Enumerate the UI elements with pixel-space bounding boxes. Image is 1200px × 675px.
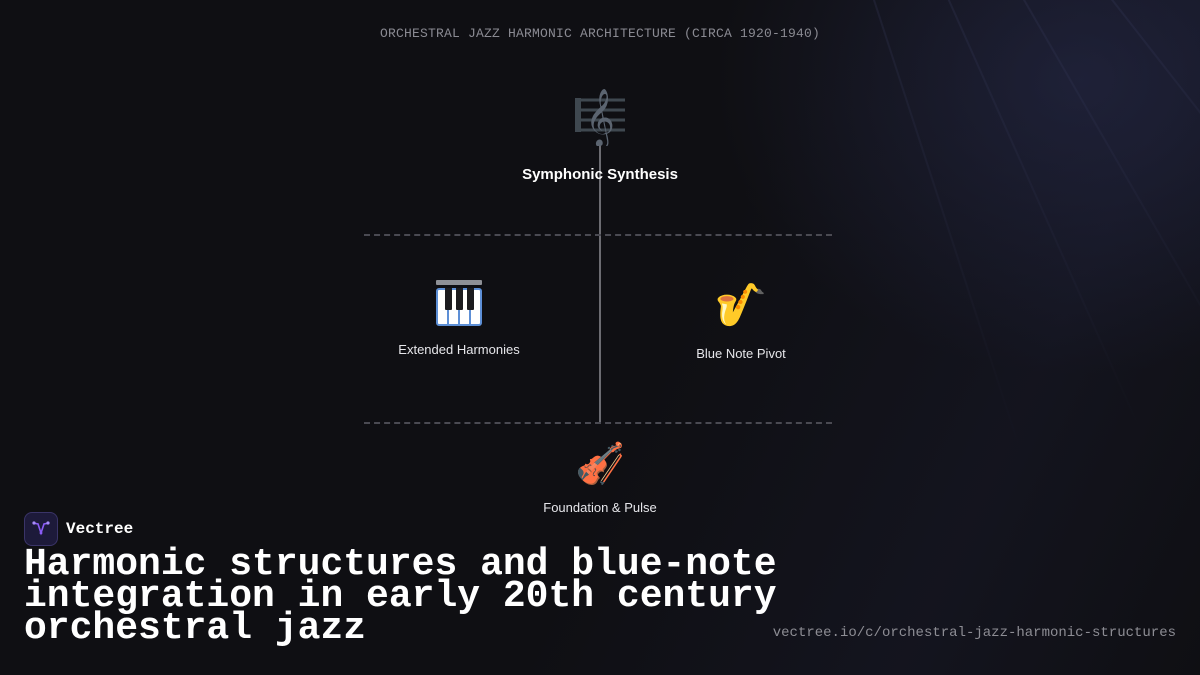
background-streak — [930, 0, 1144, 436]
node-blue-note-pivot: 🎷 Blue Note Pivot — [641, 280, 841, 362]
brand-name: Vectree — [66, 520, 134, 538]
page-headline: Harmonic structures and blue-note integr… — [24, 543, 777, 650]
node-label: Extended Harmonies — [398, 342, 520, 357]
background-streak — [1080, 0, 1200, 371]
divider-lower — [364, 422, 832, 424]
background-streak — [1000, 0, 1200, 411]
vectree-logo-icon — [24, 512, 58, 546]
violin-icon: 🎻 — [575, 441, 625, 487]
saxophone-icon: 🎷 — [714, 280, 768, 329]
node-foundation-pulse: 🎻 Foundation & Pulse — [500, 440, 700, 515]
node-extended-harmonies: Extended Harmonies — [359, 280, 559, 357]
vertical-connector — [599, 140, 601, 424]
musical-score-icon: 𝄞 — [571, 88, 629, 146]
treble-clef-glyph: 𝄞 — [585, 88, 615, 146]
node-label: Symphonic Synthesis — [522, 166, 678, 183]
background-streak — [860, 0, 1023, 455]
piano-keys-icon — [434, 280, 484, 326]
brand[interactable]: Vectree — [24, 512, 133, 546]
node-label: Foundation & Pulse — [543, 500, 657, 515]
divider-upper — [364, 234, 832, 236]
page-url[interactable]: vectree.io/c/orchestral-jazz-harmonic-st… — [772, 625, 1176, 641]
node-symphonic-synthesis: 𝄞 Symphonic Synthesis — [500, 88, 700, 183]
musical-score-icon-svg: 𝄞 — [575, 88, 625, 146]
node-label: Blue Note Pivot — [696, 346, 786, 361]
diagram-title: ORCHESTRAL JAZZ HARMONIC ARCHITECTURE (C… — [379, 26, 821, 41]
